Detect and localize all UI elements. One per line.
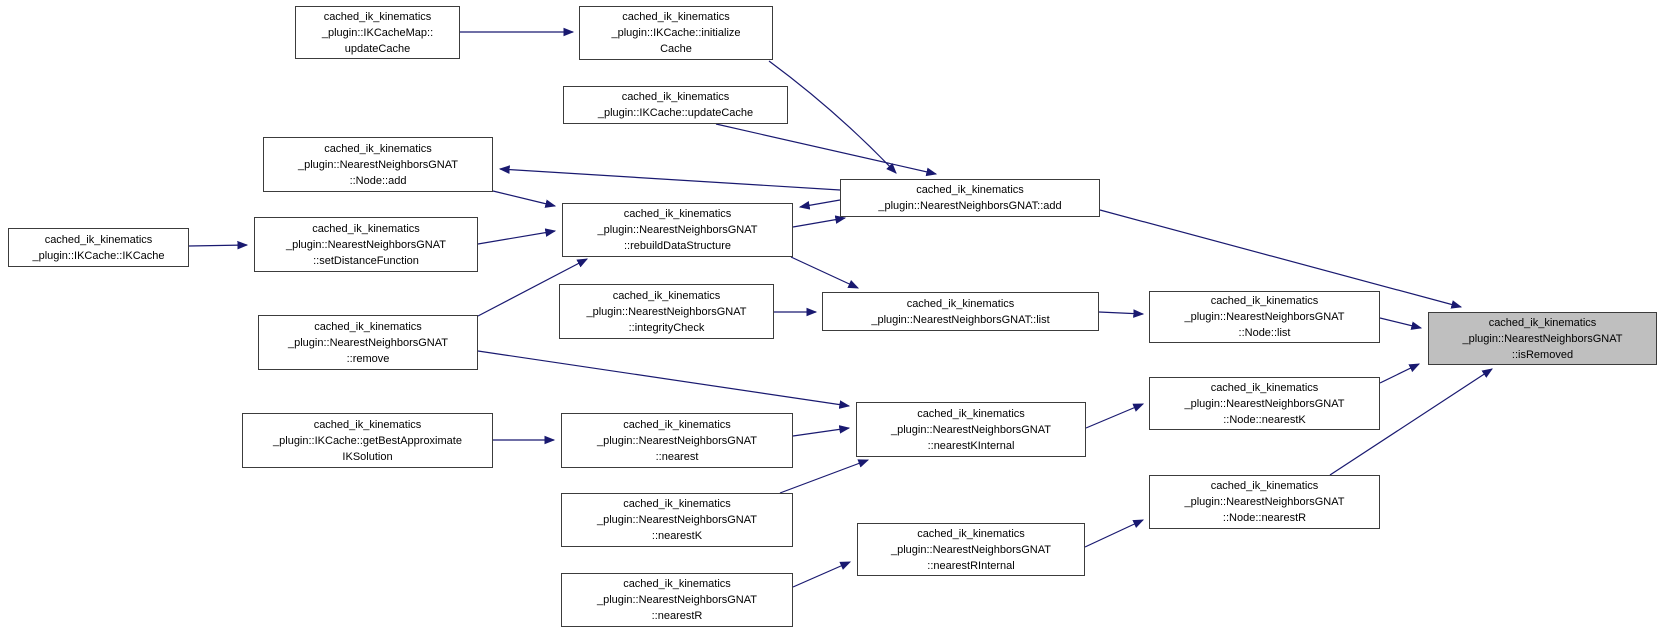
edge-ikcache-initializecache-to-gnat-add (768, 60, 897, 174)
graph-node-nearestkinternal-label-line: cached_ik_kinematics (917, 407, 1025, 420)
edge-nearestrinternal-to-node-nearestr (1084, 519, 1145, 548)
graph-node-nearestkinternal-label-line: _plugin::NearestNeighborsGNAT (891, 423, 1051, 436)
graph-node-nearest[interactable]: cached_ik_kinematics_plugin::NearestNeig… (561, 413, 793, 468)
graph-node-setdistancefunction-label-line: _plugin::NearestNeighborsGNAT (286, 238, 446, 251)
graph-node-gnat-list[interactable]: cached_ik_kinematics_plugin::NearestNeig… (822, 292, 1099, 331)
graph-node-nearestk-label-line: ::nearestK (651, 530, 703, 542)
graph-node-ikcache-updatecache-label-line: _plugin::IKCache::updateCache (597, 107, 754, 119)
graph-node-rebuilddatastructure-label-line: cached_ik_kinematics (623, 208, 732, 220)
graph-node-nearest-label-line: _plugin::NearestNeighborsGNAT (597, 434, 757, 447)
graph-node-gnat-list-label-line: cached_ik_kinematics (906, 297, 1015, 310)
graph-node-ikcache-updatecache[interactable]: cached_ik_kinematics_plugin::IKCache::up… (563, 86, 788, 124)
edge-node-nearestk-to-isremoved (1379, 363, 1421, 384)
graph-node-isremoved-label-line: cached_ik_kinematics (1488, 316, 1597, 329)
graph-node-isremoved-label-line: ::isRemoved (1511, 348, 1574, 361)
graph-node-node-nearestr-label-line: _plugin::NearestNeighborsGNAT (1184, 496, 1345, 508)
graph-node-node-nearestr-label-line: ::Node::nearestR (1222, 512, 1307, 524)
graph-node-node-nearestr[interactable]: cached_ik_kinematics_plugin::NearestNeig… (1149, 475, 1380, 529)
edge-gnat-list-to-node-list (1098, 309, 1145, 318)
graph-node-ikcache-ikcache[interactable]: cached_ik_kinematics_plugin::IKCache::IK… (8, 228, 189, 267)
edge-node-list-to-isremoved (1379, 317, 1423, 330)
graph-node-getbestapproximateiksolution-label-line: _plugin::IKCache::getBestApproximate (273, 434, 462, 447)
graph-node-node-add[interactable]: cached_ik_kinematics_plugin::NearestNeig… (263, 137, 493, 192)
graph-node-ikcache-initializecache[interactable]: cached_ik_kinematics_plugin::IKCache::in… (579, 6, 773, 60)
graph-node-node-list-label-line: _plugin::NearestNeighborsGNAT (1184, 311, 1345, 323)
edge-setdistancefunction-to-rebuilddatastructure (477, 228, 557, 245)
graph-node-gnat-list-label-line: _plugin::NearestNeighborsGNAT::list (871, 313, 1050, 326)
graph-node-nearestkinternal[interactable]: cached_ik_kinematics_plugin::NearestNeig… (856, 402, 1086, 457)
graph-node-ikcache-initializecache-label-line: cached_ik_kinematics (622, 11, 730, 23)
graph-node-nearestk-label-line: _plugin::NearestNeighborsGNAT (597, 514, 757, 526)
edge-nearest-to-nearestkinternal (792, 425, 851, 437)
graph-node-remove-label-line: _plugin::NearestNeighborsGNAT (288, 336, 448, 349)
graph-node-ikcachemap-updatecache-label-line: cached_ik_kinematics (323, 10, 432, 23)
graph-node-getbestapproximateiksolution-label-line: cached_ik_kinematics (313, 418, 422, 431)
graph-node-getbestapproximateiksolution[interactable]: cached_ik_kinematics_plugin::IKCache::ge… (242, 413, 493, 468)
graph-node-node-nearestk[interactable]: cached_ik_kinematics_plugin::NearestNeig… (1149, 377, 1380, 430)
graph-node-isremoved[interactable]: cached_ik_kinematics_plugin::NearestNeig… (1428, 312, 1657, 365)
graph-node-setdistancefunction-label-line: ::setDistanceFunction (313, 254, 419, 267)
graph-node-remove-label-line: cached_ik_kinematics (314, 320, 422, 333)
graph-node-nearestr-label-line: _plugin::NearestNeighborsGNAT (597, 594, 757, 606)
graph-node-isremoved-label-line: _plugin::NearestNeighborsGNAT (1462, 332, 1623, 345)
graph-node-node-list-label-line: cached_ik_kinematics (1210, 295, 1319, 307)
graph-node-integritycheck-label-line: cached_ik_kinematics (612, 289, 721, 302)
graph-node-ikcache-updatecache-label-line: cached_ik_kinematics (621, 91, 730, 103)
edge-remove-to-nearestkinternal (477, 350, 851, 409)
edge-ikcache-updatecache-to-gnat-add (715, 123, 938, 177)
graph-node-nearest-label-line: ::nearest (655, 450, 699, 463)
graph-node-nearestrinternal[interactable]: cached_ik_kinematics_plugin::NearestNeig… (857, 523, 1085, 576)
graph-node-nearestr-label-line: cached_ik_kinematics (623, 578, 731, 590)
graph-node-gnat-add-label-line: cached_ik_kinematics (916, 184, 1024, 196)
graph-node-ikcache-initializecache-label-line: _plugin::IKCache::initialize (611, 27, 741, 39)
graph-node-gnat-add-label-line: _plugin::NearestNeighborsGNAT::add (878, 200, 1062, 212)
graph-node-nearestr-label-line: ::nearestR (651, 610, 703, 622)
graph-node-nearestk-label-line: cached_ik_kinematics (623, 498, 731, 510)
edge-node-add-to-rebuilddatastructure (492, 190, 557, 208)
edge-gnat-add-to-node-add (498, 165, 841, 191)
graph-node-setdistancefunction-label-line: cached_ik_kinematics (312, 222, 420, 235)
graph-node-rebuilddatastructure[interactable]: cached_ik_kinematics_plugin::NearestNeig… (562, 203, 793, 257)
graph-node-nearestk[interactable]: cached_ik_kinematics_plugin::NearestNeig… (561, 493, 793, 547)
edge-nearestr-to-nearestrinternal (792, 561, 852, 588)
graph-node-nearestrinternal-label-line: _plugin::NearestNeighborsGNAT (891, 543, 1051, 556)
edge-ikcache-ikcache-to-setdistancefunction (188, 240, 249, 250)
graph-node-ikcachemap-updatecache-label-line: updateCache (344, 42, 411, 55)
graph-node-gnat-add[interactable]: cached_ik_kinematics_plugin::NearestNeig… (840, 179, 1100, 217)
edge-nearestk-to-nearestkinternal (779, 459, 870, 494)
graph-node-nearest-label-line: cached_ik_kinematics (623, 418, 731, 431)
graph-node-ikcache-ikcache-label-line: _plugin::IKCache::IKCache (32, 249, 165, 262)
graph-node-node-list[interactable]: cached_ik_kinematics_plugin::NearestNeig… (1149, 291, 1380, 343)
graph-node-node-add-label-line: ::Node::add (349, 174, 407, 187)
edge-gnat-add-to-rebuilddatastructure (798, 199, 841, 210)
graph-node-getbestapproximateiksolution-label-line: IKSolution (342, 450, 393, 463)
graph-node-ikcachemap-updatecache[interactable]: cached_ik_kinematics_plugin::IKCacheMap:… (295, 6, 460, 59)
graph-node-ikcache-ikcache-label-line: cached_ik_kinematics (44, 233, 153, 246)
graph-node-node-nearestk-label-line: cached_ik_kinematics (1210, 381, 1319, 394)
graph-node-integritycheck-label-line: ::integrityCheck (628, 321, 705, 334)
edge-nearestkinternal-to-node-nearestk (1085, 403, 1145, 429)
graph-node-node-nearestr-label-line: cached_ik_kinematics (1210, 480, 1319, 492)
graph-node-setdistancefunction[interactable]: cached_ik_kinematics_plugin::NearestNeig… (254, 217, 478, 272)
graph-node-node-list-label-line: ::Node::list (1238, 327, 1291, 339)
graph-node-nearestrinternal-label-line: ::nearestRInternal (927, 559, 1015, 572)
graph-node-integritycheck-label-line: _plugin::NearestNeighborsGNAT (586, 305, 747, 318)
graph-node-node-nearestk-label-line: _plugin::NearestNeighborsGNAT (1184, 397, 1345, 410)
graph-node-nearestr[interactable]: cached_ik_kinematics_plugin::NearestNeig… (561, 573, 793, 627)
graph-node-ikcachemap-updatecache-label-line: _plugin::IKCacheMap:: (321, 26, 434, 39)
graph-node-remove-label-line: ::remove (346, 352, 390, 365)
graph-node-rebuilddatastructure-label-line: _plugin::NearestNeighborsGNAT (597, 224, 758, 236)
edge-rebuilddatastructure-to-gnat-add (792, 215, 847, 228)
graph-node-integritycheck[interactable]: cached_ik_kinematics_plugin::NearestNeig… (559, 284, 774, 339)
edge-rebuilddatastructure-to-gnat-list (790, 256, 860, 289)
graph-node-ikcache-initializecache-label-line: Cache (660, 43, 692, 55)
graph-node-node-nearestk-label-line: ::Node::nearestK (1223, 413, 1306, 426)
graph-node-remove[interactable]: cached_ik_kinematics_plugin::NearestNeig… (258, 315, 478, 370)
graph-node-rebuilddatastructure-label-line: ::rebuildDataStructure (624, 240, 731, 252)
graph-node-nearestrinternal-label-line: cached_ik_kinematics (917, 527, 1025, 540)
graph-node-nearestkinternal-label-line: ::nearestKInternal (927, 439, 1015, 452)
graph-node-node-add-label-line: _plugin::NearestNeighborsGNAT (298, 158, 458, 171)
graph-node-node-add-label-line: cached_ik_kinematics (324, 142, 432, 155)
